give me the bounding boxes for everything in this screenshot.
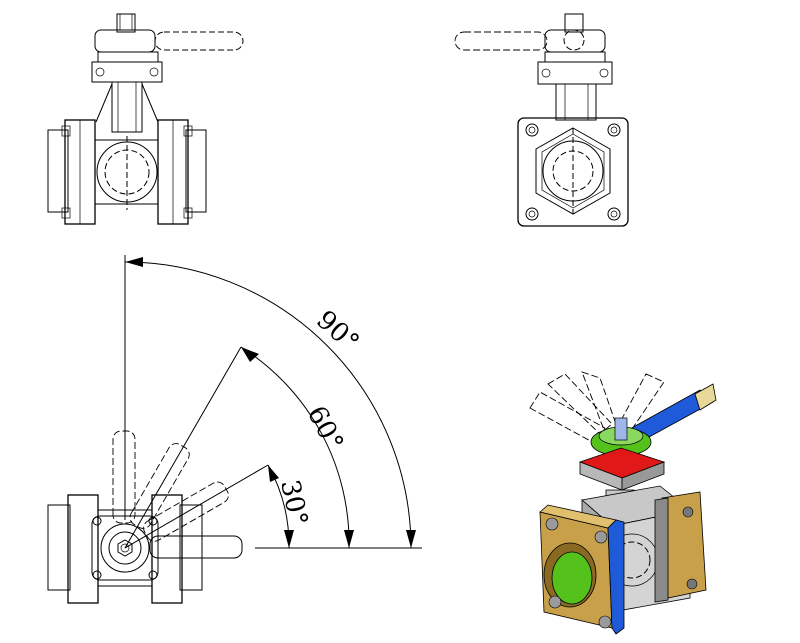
side-view-handle (454, 13, 606, 53)
side-view-stem (537, 51, 613, 121)
handle-position-60 (129, 443, 190, 529)
arc-60 (240, 346, 350, 549)
isometric-view (529, 371, 717, 635)
arc-90 (124, 261, 412, 549)
iso-end-left (539, 504, 625, 635)
front-view-handle (94, 13, 244, 53)
front-view (47, 13, 244, 225)
front-view-body (47, 119, 207, 225)
iso-end-right (654, 491, 707, 603)
reference-line-60 (124, 346, 242, 549)
rotation-view: 90° 60° 30° (47, 255, 422, 604)
handle-position-30 (143, 481, 229, 542)
side-view (454, 13, 629, 227)
side-view-body (517, 117, 629, 227)
angle-label-60: 60° (301, 401, 349, 456)
iso-handle (627, 383, 717, 443)
rotation-view-body (47, 494, 203, 604)
front-view-stem (91, 51, 163, 133)
reference-line-30 (124, 464, 269, 549)
angle-label-90: 90° (310, 305, 364, 358)
handle-position-0 (149, 535, 243, 559)
angle-label-30: 30° (274, 477, 313, 528)
handle-position-90 (112, 430, 136, 524)
